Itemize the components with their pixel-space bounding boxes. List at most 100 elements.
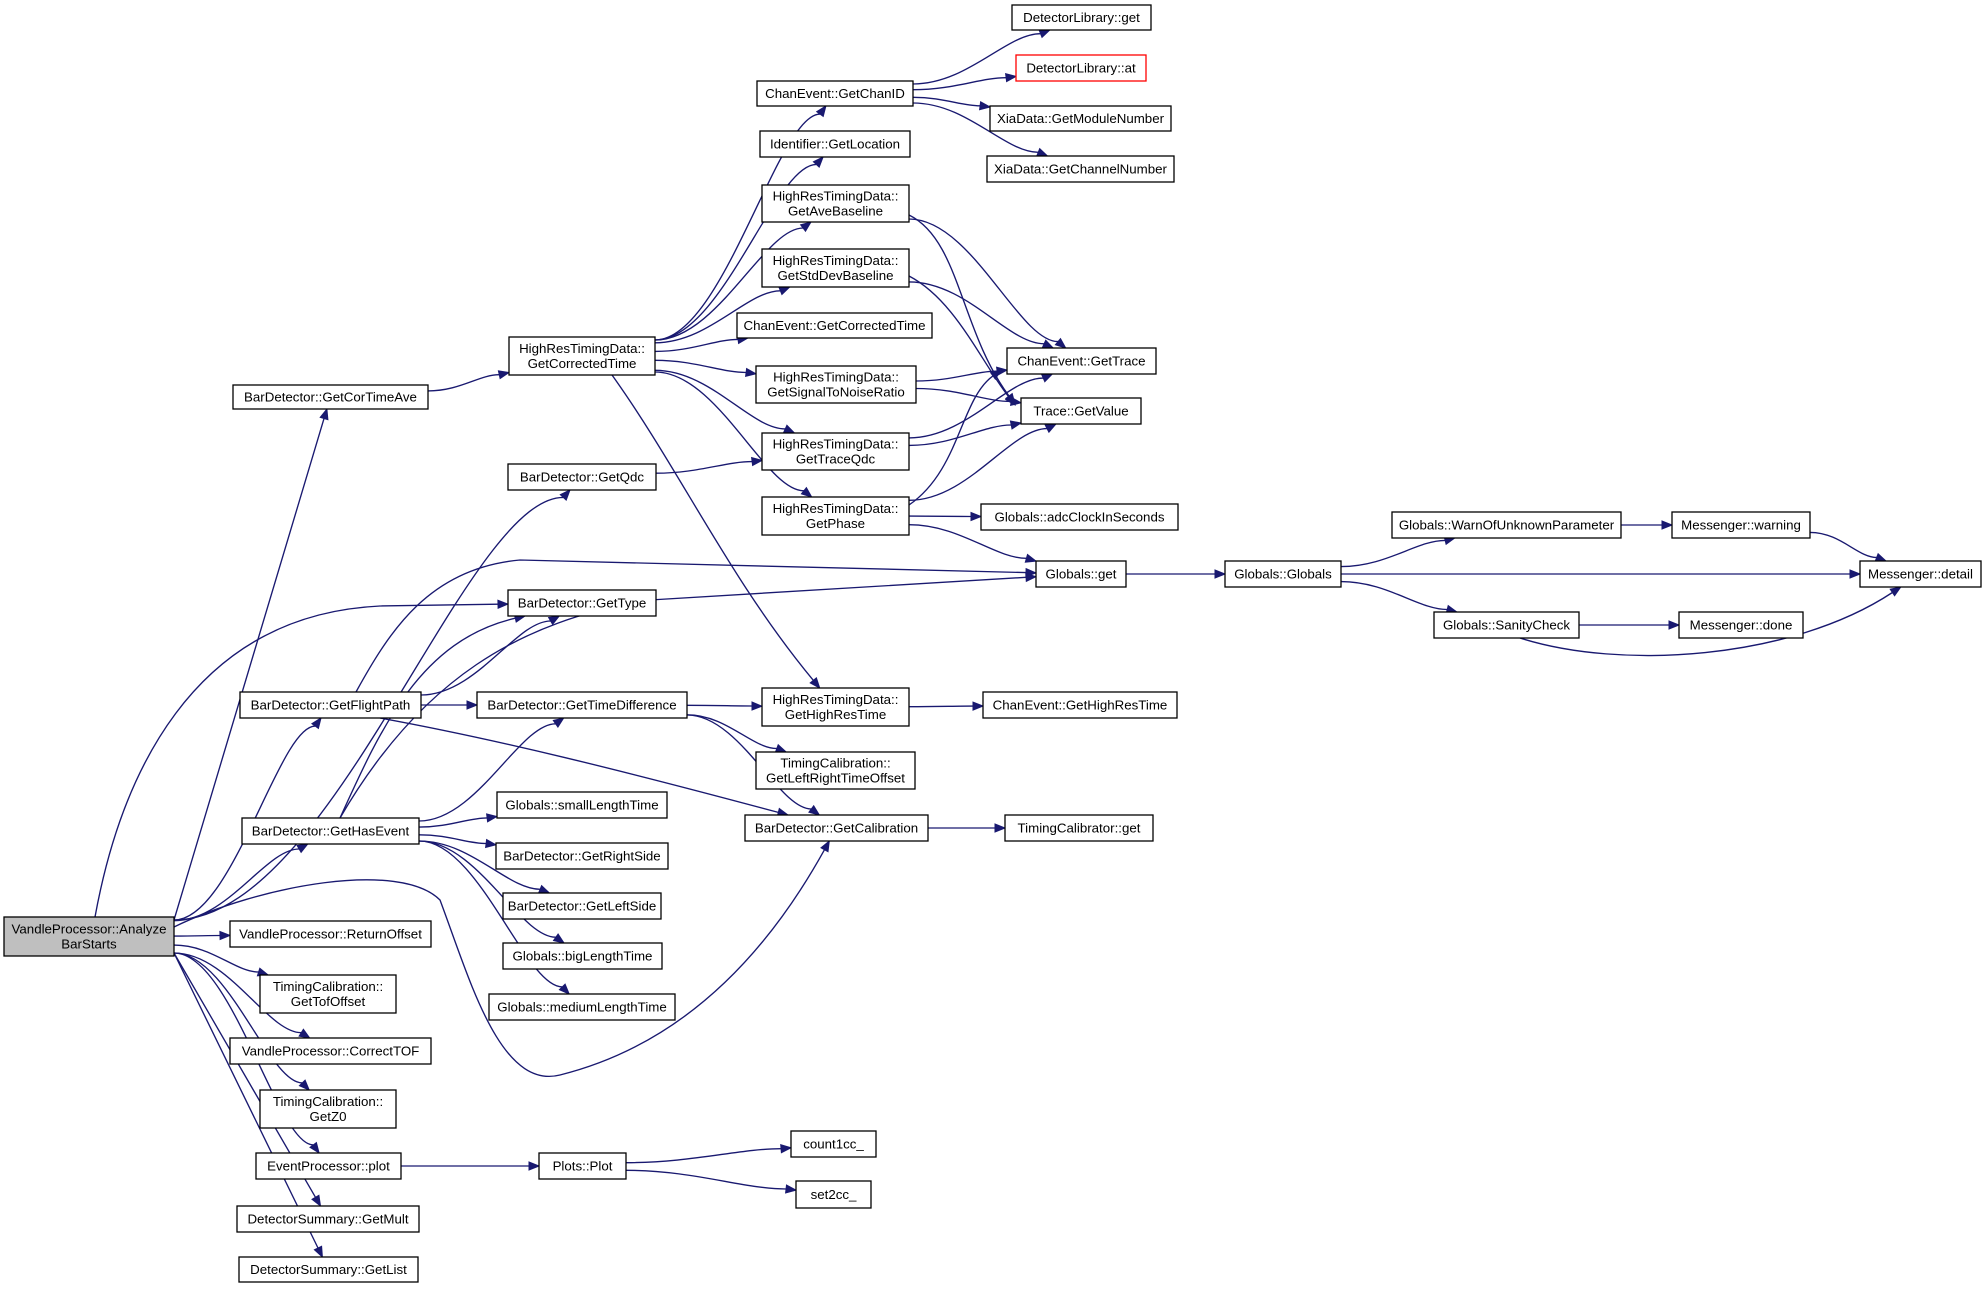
edge-line [173,944,259,973]
arrowhead [820,839,830,853]
call-edge-root-to-bd_gethasevent [173,843,309,922]
edge-line [654,163,817,341]
edge-line [908,214,1010,397]
node-dl-get[interactable]: DetectorLibrary::get [1011,4,1152,31]
node-g-get[interactable]: Globals::get [1035,560,1127,588]
node-hrt-gethighrestime[interactable]: HighResTimingData::GetHighResTime [761,687,910,727]
edge-line [908,705,974,708]
node-bd-getcalibration[interactable]: BarDetector::GetCalibration [744,814,929,842]
node-bd-getrightside[interactable]: BarDetector::GetRightSide [495,842,669,870]
edge-line [418,840,541,890]
node-g-biglength[interactable]: Globals::bigLengthTime [502,942,663,970]
node-hrt-getavebaseline[interactable]: HighResTimingData::GetAveBaseline [761,184,910,223]
node-hrt-getphase[interactable]: HighResTimingData::GetPhase [761,496,910,536]
arrowhead [1041,339,1055,349]
node-getcortimeave[interactable]: BarDetector::GetCorTimeAve [232,384,429,410]
arrowhead [1044,423,1058,434]
node-set2cc[interactable]: set2cc_ [795,1180,872,1209]
arrowhead [745,367,758,378]
arrowhead [537,884,551,894]
edge-line [654,359,747,374]
node-label: VandleProcessor::ReturnOffset [239,927,422,942]
node-g-globals[interactable]: Globals::Globals [1224,560,1342,588]
arrowhead [774,743,788,753]
edge-line [94,603,499,918]
call-edge-hrt_getavebaseline-to-ce_gettrace [908,218,1067,349]
node-bd-gettimedifference[interactable]: BarDetector::GetTimeDifference [476,691,688,719]
node-m-warning[interactable]: Messenger::warning [1671,511,1811,539]
arrowhead [815,104,827,118]
node-ce-gethighrestime[interactable]: ChanEvent::GetHighResTime [982,691,1178,719]
arrowhead [994,823,1007,833]
node-box [986,155,1175,183]
node-xia-getchannelnumber[interactable]: XiaData::GetChannelNumber [986,155,1175,183]
node-m-done[interactable]: Messenger::done [1678,611,1804,639]
node-label: Globals::SanityCheck [1443,618,1570,633]
node-g-smalllength[interactable]: Globals::smallLengthTime [496,791,668,819]
call-edge-hrt_getphase-to-g_get [908,524,1038,563]
node-g-mediumlength[interactable]: Globals::mediumLengthTime [488,993,676,1021]
node-hrt-gettraceqdc[interactable]: HighResTimingData::GetTraceQdc [761,432,910,471]
node-hrt-getstddevbaseline[interactable]: HighResTimingData::GetStdDevBaseline [761,248,910,288]
node-label: Globals::Globals [1234,567,1332,582]
edge-line [625,1148,782,1164]
arrowhead [485,838,498,849]
arrowhead [298,1028,311,1039]
arrowhead [558,983,571,995]
node-ds-getmult[interactable]: DetectorSummary::GetMult [236,1205,420,1233]
edge-line [173,952,302,1034]
call-edge-g_globals-to-m_detail [1341,569,1862,579]
node-bd-gethasevent[interactable]: BarDetector::GetHasEvent [241,817,420,845]
node-box [1671,511,1811,539]
edge-line [686,704,753,707]
node-ce-gettrace[interactable]: ChanEvent::GetTrace [1006,347,1157,375]
node-tcal-get[interactable]: TimingCalibrator::get [1004,814,1154,842]
node-bd-getflightpath[interactable]: BarDetector::GetFlightPath [239,691,422,719]
node-bd-getleftside[interactable]: BarDetector::GetLeftSide [502,892,662,920]
arrowhead [989,369,1003,380]
node-g-adcclock[interactable]: Globals::adcClockInSeconds [980,503,1179,531]
node-vp-correcttof[interactable]: VandleProcessor::CorrectTOF [229,1037,432,1065]
call-edge-root-to-vp_returnoffset [173,930,232,941]
node-box [495,842,669,870]
node-count1cc[interactable]: count1cc_ [790,1130,877,1158]
node-label: Messenger::detail [1868,567,1973,582]
node-bd-getqdc[interactable]: BarDetector::GetQdc [507,463,657,491]
node-ce-getchanid[interactable]: ChanEvent::GetChanID [756,80,914,107]
node-hrt-getcorrectedtime[interactable]: HighResTimingData::GetCorrectedTime [508,336,656,376]
arrowhead [1038,29,1052,39]
node-tc-getleftright[interactable]: TimingCalibration::GetLeftRightTimeOffse… [755,751,916,790]
node-m-detail[interactable]: Messenger::detail [1859,560,1982,588]
node-plots-plot[interactable]: Plots::Plot [538,1152,627,1180]
node-bd-gettype[interactable]: BarDetector::GetType [507,589,657,617]
node-tc-getz0[interactable]: TimingCalibration::GetZ0 [259,1089,397,1129]
node-hrt-getsnr[interactable]: HighResTimingData::GetSignalToNoiseRatio [755,365,917,404]
edge-line [418,723,556,822]
node-g-sanity[interactable]: Globals::SanityCheck [1433,611,1580,639]
node-trace-getvalue[interactable]: Trace::GetValue [1020,397,1142,425]
node-ep-plot[interactable]: EventProcessor::plot [255,1152,402,1180]
node-xia-getmodulenumber[interactable]: XiaData::GetModuleNumber [989,105,1172,132]
node-vp-returnoffset[interactable]: VandleProcessor::ReturnOffset [229,920,432,948]
node-label: BarStarts [61,937,117,952]
node-label: BarDetector::GetFlightPath [251,698,411,713]
node-g-warn[interactable]: Globals::WarnOfUnknownParameter [1391,511,1622,539]
arrowhead [313,1245,323,1259]
node-ds-getlist[interactable]: DetectorSummary::GetList [238,1256,419,1283]
node-tc-gettofoffset[interactable]: TimingCalibration::GetTofOffset [259,974,397,1014]
edge-line [908,275,1010,398]
node-label: Messenger::done [1690,618,1793,633]
call-edge-hrt_gettraceqdc-to-trace_getvalue [908,420,1023,447]
node-dl-at[interactable]: DetectorLibrary::at [1015,54,1147,82]
node-box [229,1037,432,1065]
edge-line [908,424,1012,447]
edge-line [418,817,488,828]
node-id-getlocation[interactable]: Identifier::GetLocation [759,130,911,158]
arrowhead [497,370,511,380]
node-ce-getcorrectedtime[interactable]: ChanEvent::GetCorrectedTime [736,312,933,339]
call-edge-bd_gethasevent-to-bd_gettimedifference [418,717,565,822]
call-edge-g_warn-to-m_warning [1621,520,1674,530]
